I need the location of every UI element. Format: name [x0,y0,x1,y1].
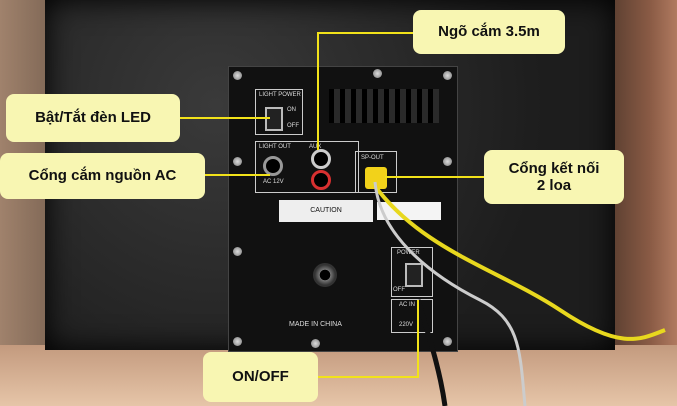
ac-12v-text: AC 12V [263,179,284,185]
callout-jack-35: Ngõ cắm 3.5m [413,10,565,54]
light-power-text: LIGHT POWER [259,92,301,98]
light-power-box [255,89,303,135]
switch-off-text: OFF [287,123,299,129]
screw-icon [233,247,242,256]
callout-onoff: ON/OFF [203,352,318,402]
ac-output-jack[interactable] [263,156,283,176]
screw-icon [233,71,242,80]
aux-text: AUX [309,144,322,150]
bass-port [313,263,337,287]
callout-speaker-port: Cổng kết nối 2 loa [484,150,624,204]
vent-slots [329,89,439,123]
callout-speaker-line2: 2 loa [536,177,572,194]
caution-label: CAUTION [279,200,373,222]
screw-icon [443,157,452,166]
ac-in-box [391,299,433,333]
voltage-text: 220V [399,322,414,328]
leader-onoff [318,300,419,378]
light-out-aux-box [255,141,359,193]
screw-icon [233,337,242,346]
leader-jack35 [317,32,415,150]
aux-right-jack[interactable] [311,170,331,190]
screw-icon [311,339,320,348]
power-text: POWER [397,250,420,256]
ac-in-text: AC IN [399,302,416,308]
callout-led-toggle: Bật/Tắt đèn LED [6,94,180,142]
yellow-cable [370,180,666,341]
power-switch[interactable] [405,263,423,287]
screw-icon [443,337,452,346]
sp-out-text: SP-OUT [361,155,384,161]
speaker-output-jack[interactable] [365,167,387,189]
power-off-text: OFF [393,287,405,293]
screw-icon [443,71,452,80]
made-in-text: MADE IN CHINA [289,321,342,328]
white-cable [373,181,527,406]
aux-left-jack[interactable] [311,149,331,169]
callout-ac-port: Cổng cắm nguồn AC [0,153,205,199]
floor [0,345,677,406]
callout-speaker-line1: Cổng kết nối [508,159,600,177]
switch-on-text: ON [287,107,296,113]
screw-icon [233,157,242,166]
power-cord [415,299,448,406]
screw-icon [373,69,382,78]
light-out-text: LIGHT OUT [259,144,291,150]
